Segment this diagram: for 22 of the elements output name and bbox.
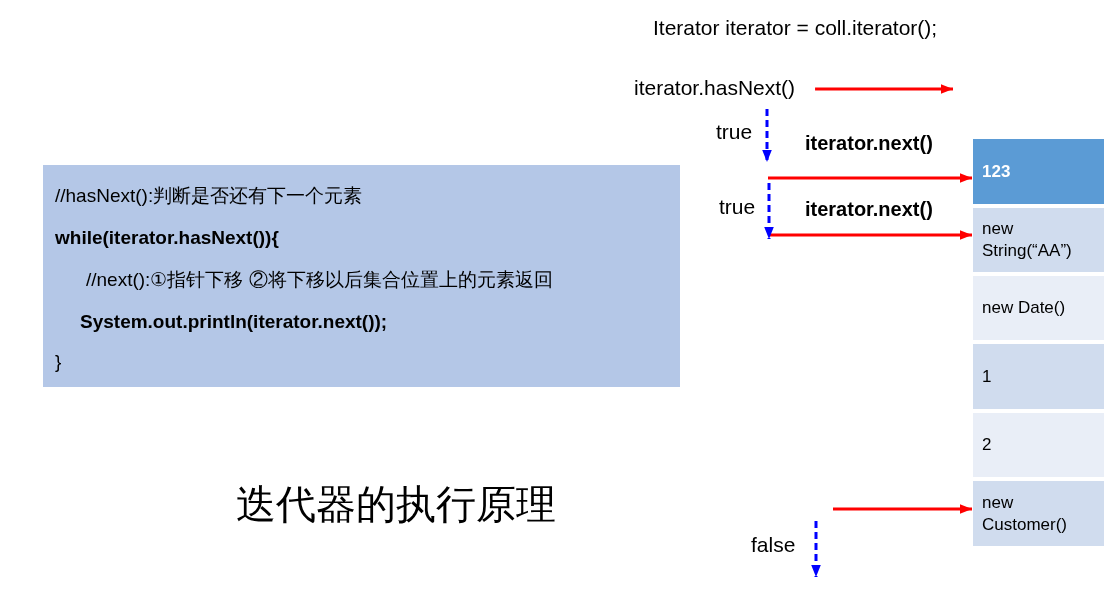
arrow — [833, 504, 972, 514]
dashed-arrow — [762, 109, 772, 162]
code-line: System.out.println(iterator.next()); — [80, 310, 388, 334]
arrow — [815, 84, 953, 94]
condition-label: false — [751, 533, 796, 557]
collection-cell: 123 — [973, 139, 1104, 204]
collection-cell: 1 — [973, 344, 1104, 409]
code-box — [43, 165, 680, 387]
collection-cell: new Date() — [973, 276, 1104, 340]
code-statement: Iterator iterator = coll.iterator(); — [653, 16, 938, 40]
code-line: } — [55, 350, 62, 374]
arrow — [768, 173, 972, 183]
condition-label: true — [719, 195, 756, 219]
code-line: while(iterator.hasNext()){ — [55, 226, 279, 250]
code-line: //hasNext():判断是否还有下一个元素 — [55, 184, 363, 208]
caption: 迭代器的执行原理 — [236, 480, 556, 528]
method-call: iterator.hasNext() — [634, 76, 816, 109]
collection-cell: new Customer() — [973, 481, 1104, 546]
collection-cell: new String(“AA”) — [973, 208, 1104, 272]
code-line: //next():①指针下移 ②将下移以后集合位置上的元素返回 — [86, 268, 553, 292]
arrow — [770, 230, 972, 240]
collection-cell: 2 — [973, 413, 1104, 477]
